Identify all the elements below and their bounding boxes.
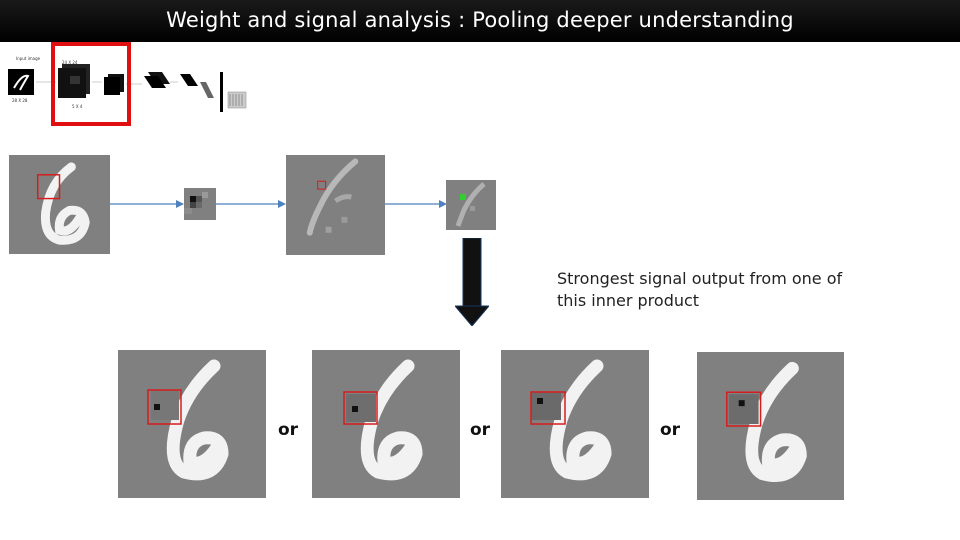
candidate-image-3: [501, 350, 649, 498]
kernel-weight-image: [184, 188, 216, 220]
input-size-label: 28 X 28: [12, 98, 28, 103]
layer-size-label: 24 X 24: [62, 60, 78, 65]
down-arrow: [455, 238, 489, 326]
title-bar: Weight and signal analysis : Pooling dee…: [0, 0, 960, 42]
convolution-output-image: [286, 155, 385, 255]
or-label-1: or: [278, 420, 299, 440]
arrow-1: [110, 200, 184, 208]
network-thumbnail: Input image 28 X 28 24 X 24 5 X 4: [0, 42, 270, 132]
network-diagram: [8, 42, 247, 126]
or-label-2: or: [470, 420, 491, 440]
arrow-3: [385, 200, 447, 208]
input-digit-image: [9, 155, 110, 254]
signal-caption: Strongest signal output from one of this…: [557, 269, 843, 310]
candidate-image-1: [118, 350, 266, 498]
or-label-3: or: [660, 420, 681, 440]
arrow-2: [216, 200, 286, 208]
kernel-size-label: 5 X 4: [72, 104, 83, 109]
candidate-image-4: [697, 352, 844, 500]
pooled-output-image: [446, 180, 496, 230]
candidate-image-2: [312, 350, 460, 498]
slide-title: Weight and signal analysis : Pooling dee…: [166, 8, 794, 32]
input-label: Input image: [16, 56, 41, 61]
